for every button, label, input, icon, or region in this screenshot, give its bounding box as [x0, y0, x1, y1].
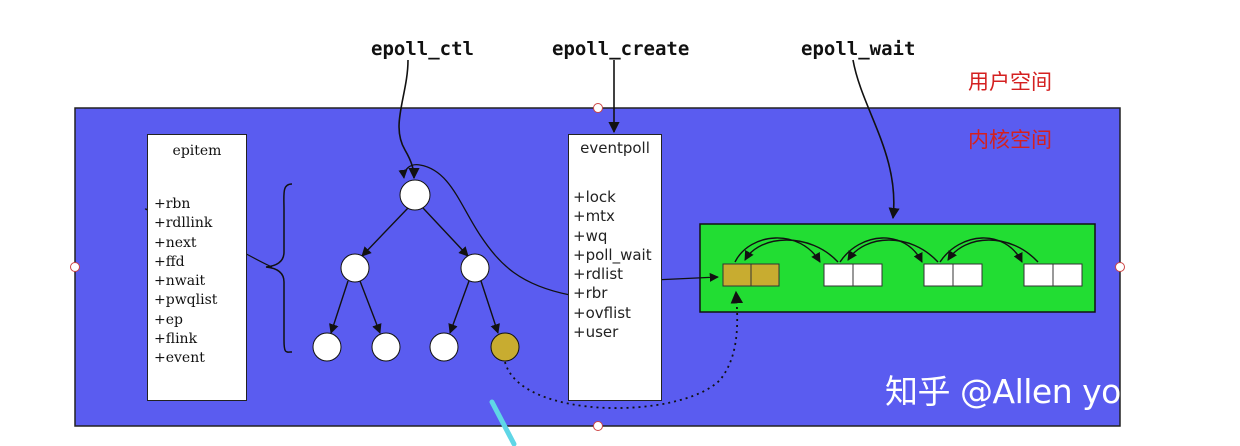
panel-handle-bottom: [593, 421, 603, 431]
rb-tree-leaf-3: [429, 332, 459, 362]
panel-handle-right: [1115, 262, 1125, 272]
epitem-field: +ffd: [154, 253, 185, 270]
eventpoll-field: +rbr: [573, 284, 608, 303]
kernel-space-label: 内核空间: [968, 128, 1052, 152]
eventpoll-field: +user: [573, 323, 619, 342]
rb-tree-edges: [329, 207, 500, 334]
rb-tree-node-left: [340, 253, 370, 283]
zhihu-watermark: 知乎 @Allen young: [885, 372, 1183, 411]
epitem-struct: epitem +rbn +rdllink +next +ffd +nwait +…: [147, 134, 247, 401]
rb-tree-leaf-2: [371, 332, 401, 362]
rb-tree-leaf-highlighted: [490, 332, 520, 362]
eventpoll-field: +mtx: [573, 207, 615, 226]
rdlist-node-fourth: [1023, 263, 1083, 287]
eventpoll-field: +lock: [573, 188, 616, 206]
rdlist-links: [734, 237, 1039, 263]
rb-tree-node-right: [460, 253, 490, 283]
epitem-field-list: +rbn +rdllink +next +ffd +nwait +pwqlist…: [154, 195, 217, 369]
rdlist-node-third: [923, 263, 983, 287]
rdlist-node-second: [823, 263, 883, 287]
epitem-field: +nwait: [154, 273, 206, 290]
panel-handle-top: [593, 103, 603, 113]
field-brace: [265, 183, 293, 353]
epitem-field: +pwqlist: [154, 292, 218, 309]
eventpoll-field: +rdlist: [573, 265, 624, 284]
rbr-to-root-link: [398, 164, 571, 296]
epoll-wait-label: epoll_wait: [801, 38, 916, 60]
epoll-wait-arrow: [852, 59, 900, 220]
rdlist-node-first: [722, 263, 780, 287]
panel-handle-left: [70, 262, 80, 272]
eventpoll-struct: eventpoll +lock +mtx +wq +poll_wait +rdl…: [568, 134, 662, 401]
eventpoll-field-list: +lock +mtx +wq +poll_wait +rdlist +rbr +…: [573, 188, 652, 342]
epoll-create-label: epoll_create: [552, 38, 690, 60]
epitem-field: +rdllink: [154, 215, 213, 232]
epitem-field: +ep: [154, 311, 183, 328]
epitem-title: epitem: [172, 143, 222, 159]
eventpoll-field: +poll_wait: [573, 245, 652, 264]
eventpoll-field: +ovflist: [573, 303, 631, 322]
cyan-cursor-stroke: [489, 399, 517, 446]
rb-tree-leaf-1: [312, 332, 342, 362]
epoll-ctl-arrow: [398, 59, 420, 180]
eventpoll-title: eventpoll: [580, 139, 650, 157]
eventpoll-field: +wq: [573, 226, 608, 245]
user-space-label: 用户空间: [968, 70, 1052, 94]
epitem-field: +next: [154, 234, 197, 251]
node-to-rdlist-dotted-link: [504, 290, 744, 409]
epitem-field: +flink: [154, 331, 198, 348]
rb-tree-root: [399, 179, 431, 211]
epitem-field: +rbn: [154, 196, 191, 212]
epitem-field: +event: [154, 350, 205, 367]
epoll-ctl-label: epoll_ctl: [371, 38, 474, 60]
